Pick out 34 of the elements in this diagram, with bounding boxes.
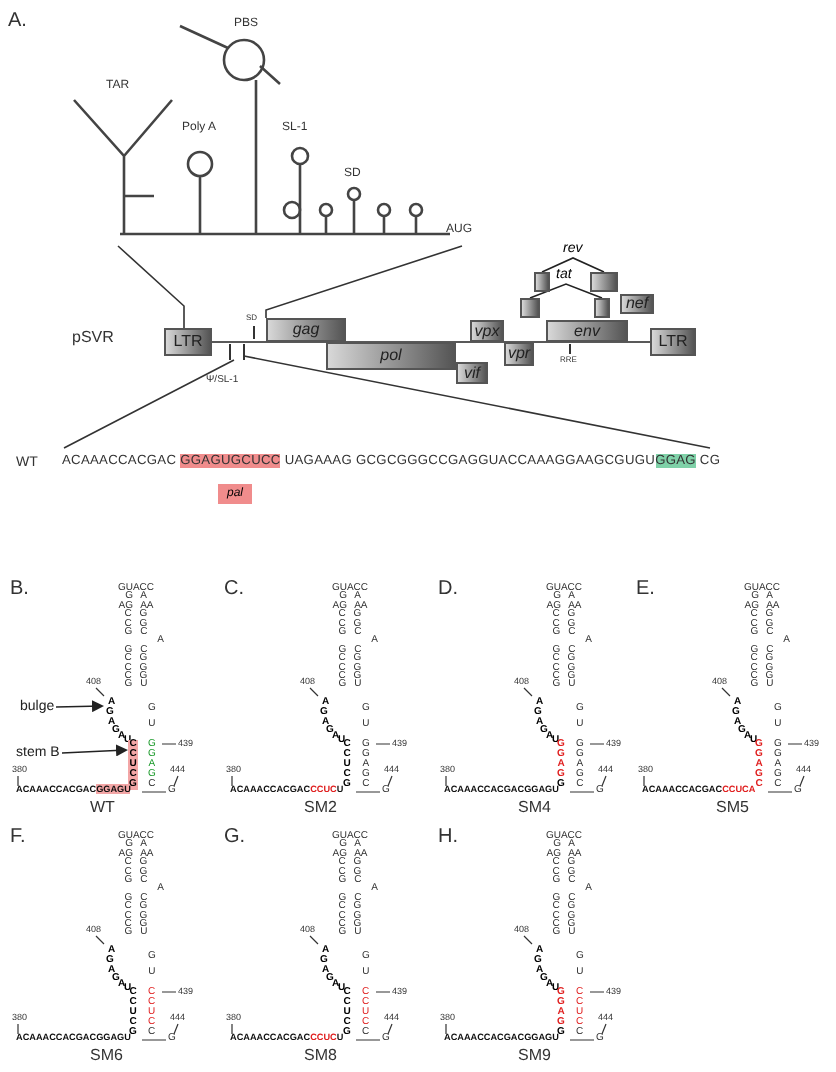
gene-box: LTR (650, 328, 696, 356)
gene-box: nef (620, 294, 654, 314)
panel-letter: B. (10, 580, 29, 600)
mutant-name: SM8 (304, 1048, 337, 1064)
genome-line (211, 341, 651, 343)
exon-box (590, 272, 618, 292)
structure-label: pSVR (72, 330, 114, 346)
panel-letter: C. (224, 580, 244, 600)
panel-letter: H. (438, 828, 458, 848)
panel-letter: G. (224, 828, 246, 848)
gene-box: vpr (504, 342, 534, 366)
splice-line (529, 283, 603, 299)
arrow (55, 700, 104, 713)
arrow (61, 744, 128, 757)
exon-box (594, 298, 610, 318)
mutant-name: SM2 (304, 800, 337, 816)
gene-box: env (546, 320, 628, 342)
panel-letter: A. (8, 12, 27, 32)
splice-line (541, 257, 605, 273)
mutant-name: SM9 (518, 1048, 551, 1064)
mutant-name: WT (90, 800, 115, 816)
gene-box: pol (326, 342, 456, 370)
gene-box: gag (266, 318, 346, 342)
exon-box (534, 272, 550, 292)
panel-letter: D. (438, 580, 458, 600)
gene-box: vif (456, 362, 488, 384)
exon-box (520, 298, 540, 318)
panel-letter: E. (636, 580, 655, 600)
mutant-name: SM5 (716, 800, 749, 816)
panel-letter: F. (10, 828, 26, 848)
gene-box: vpx (470, 320, 504, 342)
gene-box: LTR (164, 328, 212, 356)
mutant-name: SM6 (90, 1048, 123, 1064)
mutant-name: SM4 (518, 800, 551, 816)
